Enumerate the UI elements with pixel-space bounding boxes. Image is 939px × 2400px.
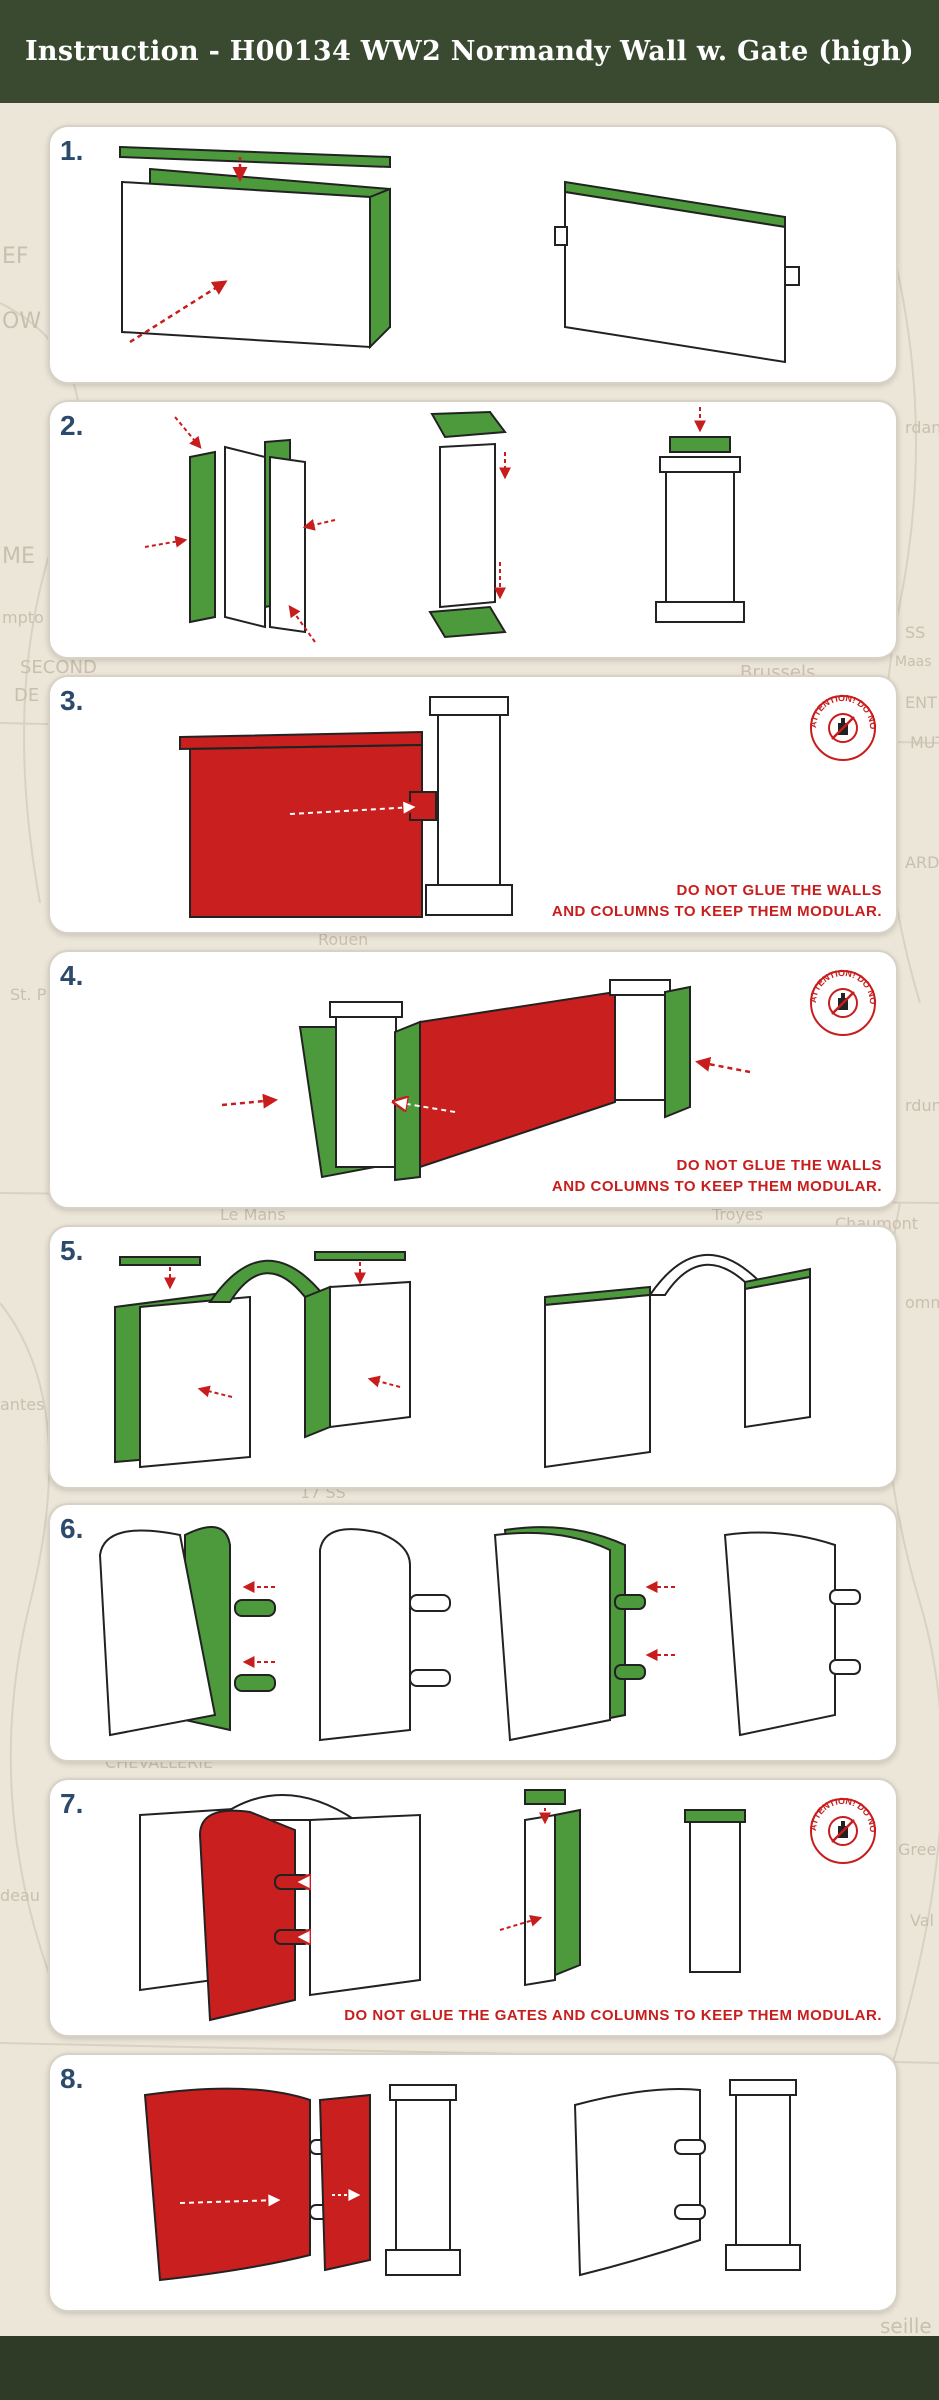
step-number: 8. xyxy=(60,2063,84,2094)
arrow xyxy=(288,605,316,643)
step-number: 2. xyxy=(60,410,84,441)
map-label: deau xyxy=(0,1886,40,1905)
wall-panel-exploded xyxy=(119,145,391,350)
step-number: 6. xyxy=(60,1513,84,1544)
glue-bottle-crossed-icon xyxy=(831,1819,855,1843)
do-not-glue-badge: ATTENTION! DO NOT GLUE xyxy=(804,1792,882,1870)
do-not-glue-badge: ATTENTION! DO NOT GLUE xyxy=(804,964,882,1042)
step-panel-4: 4. ATTENTION! DO NOT GLUE xyxy=(48,950,898,1209)
map-label: EF xyxy=(2,244,29,269)
map-label: SECOND xyxy=(20,657,97,678)
glue-bottle-crossed-icon xyxy=(831,991,855,1015)
map-label: mpto xyxy=(2,608,44,627)
step-illustration xyxy=(221,979,751,1182)
step-panel-1: 1. xyxy=(48,125,898,384)
step-number: 7. xyxy=(60,1788,84,1819)
step-illustration xyxy=(98,1526,861,1742)
do-not-glue-badge: ATTENTION! DO NOT GLUE xyxy=(804,689,882,767)
door-alt-with-hinges xyxy=(493,1526,646,1742)
arrow xyxy=(221,1093,278,1109)
step-illustration xyxy=(119,145,800,364)
step-illustration xyxy=(143,2079,801,2282)
gate-with-red-door xyxy=(139,1794,421,2022)
map-label: OW xyxy=(2,309,41,334)
wall-panel-assembled xyxy=(554,180,800,364)
map-label: Rouen xyxy=(318,930,368,949)
arrow xyxy=(302,518,336,531)
arrow xyxy=(144,535,188,548)
map-label: SS xyxy=(905,623,925,642)
warning-text: DO NOT GLUE THE WALLS AND COLUMNS TO KEE… xyxy=(552,1155,882,1197)
footer-band xyxy=(0,2336,939,2400)
map-label: Le Mans xyxy=(220,1205,286,1224)
map-label: Troyes xyxy=(711,1205,763,1224)
step-number: 5. xyxy=(60,1235,84,1266)
arrow xyxy=(129,280,228,344)
door-assembled xyxy=(319,1528,451,1742)
warning-line: DO NOT GLUE THE GATES AND COLUMNS TO KEE… xyxy=(344,2007,882,2024)
wall-with-columns xyxy=(298,979,691,1182)
gate-arch-assembled xyxy=(544,1253,811,1469)
map-label: omm xyxy=(905,1293,939,1312)
map-label: ME xyxy=(2,544,35,569)
step-number: 4. xyxy=(60,960,84,991)
warning-line: DO NOT GLUE THE WALLS xyxy=(676,882,882,899)
title-banner: Instruction - H00134 WW2 Normandy Wall w… xyxy=(0,0,939,103)
map-label: Maas xyxy=(895,654,932,670)
step-illustration xyxy=(139,1789,746,2022)
arrow xyxy=(179,2200,280,2203)
warning-text: DO NOT GLUE THE GATES AND COLUMNS TO KEE… xyxy=(344,2005,882,2026)
column-with-caps xyxy=(428,410,507,639)
step-illustration xyxy=(114,1251,811,1469)
map-label: seille xyxy=(880,2314,932,2336)
arrow xyxy=(197,1385,233,1398)
map-label: Val xyxy=(910,1911,934,1930)
arrow xyxy=(367,1375,401,1388)
door-alt-assembled xyxy=(723,1531,861,1737)
map-label: ENT xyxy=(905,693,937,712)
map-label: MUT xyxy=(910,733,939,752)
step-panel-6: 6. xyxy=(48,1503,898,1762)
door-column-exploded xyxy=(143,2084,461,2282)
gate-arch-exploded xyxy=(114,1251,411,1469)
arrow xyxy=(174,416,202,449)
step-number: 1. xyxy=(60,135,84,166)
warning-line: AND COLUMNS TO KEEP THEM MODULAR. xyxy=(551,1178,882,1195)
column-assembled xyxy=(684,1809,746,1973)
red-wall-and-column xyxy=(179,696,513,918)
door-with-hinges xyxy=(98,1526,276,1737)
arrow xyxy=(695,1056,751,1074)
door-column-assembled xyxy=(573,2079,801,2277)
step-panel-2: 2. xyxy=(48,400,898,659)
column-pieces-exploded xyxy=(189,438,306,634)
step-panel-8: 8. xyxy=(48,2053,898,2312)
arrow xyxy=(395,1102,456,1113)
column-pieces xyxy=(524,1789,581,1987)
map-label: ARD xyxy=(905,853,939,872)
warning-line: AND COLUMNS TO KEEP THEM MODULAR. xyxy=(551,903,882,920)
step-illustration xyxy=(179,696,513,918)
map-label: Gree xyxy=(898,1840,936,1859)
map-label: rdun xyxy=(905,1096,939,1115)
map-label: antes xyxy=(0,1395,44,1414)
map-label: rdan xyxy=(905,418,939,437)
step-panel-7: 7. xyxy=(48,1778,898,2037)
step-number: 3. xyxy=(60,685,84,716)
step-panel-5: 5. xyxy=(48,1225,898,1489)
step-panel-3: 3. ATTENTION! DO NOT GLUE DO NOT GLUE TH… xyxy=(48,675,898,934)
map-label: DE xyxy=(14,685,39,706)
page-title: Instruction - H00134 WW2 Normandy Wall w… xyxy=(24,36,914,67)
glue-bottle-crossed-icon xyxy=(831,716,855,740)
arrow xyxy=(289,807,415,814)
warning-text: DO NOT GLUE THE WALLS AND COLUMNS TO KEE… xyxy=(552,880,882,922)
step-illustration xyxy=(144,407,745,643)
map-label: St. P xyxy=(10,985,47,1004)
warning-line: DO NOT GLUE THE WALLS xyxy=(676,1157,882,1174)
column-assembled xyxy=(655,436,745,623)
